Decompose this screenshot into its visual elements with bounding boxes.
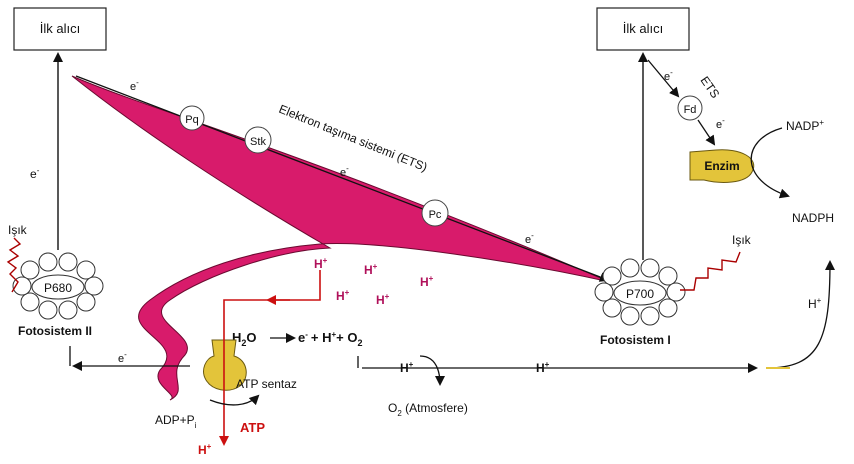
proton-label-left: H+ [400,360,414,375]
proton-up-arrow [765,260,835,369]
lumen-proton-2: H+ [364,262,378,277]
ets-electron-path [75,75,610,282]
svg-text:İlk alıcı: İlk alıcı [623,21,663,36]
svg-text:İlk alıcı: İlk alıcı [40,21,80,36]
light-label-ps2: Işık [8,223,28,237]
lumen-proton-5: H+ [376,292,390,307]
carrier-stk [244,126,272,154]
electron-label-1: e- [130,78,139,93]
photosystem-1: P700 [594,258,686,326]
svg-text:Enzim: Enzim [704,159,739,173]
svg-text:Fd: Fd [684,104,697,116]
acceptor-to-fd-arrow [647,59,680,98]
nadp-to-nadph-arrow [750,127,790,199]
lumen-proton-3: H+ [420,274,434,289]
carrier-pq [179,105,205,131]
electron-label-3: e- [525,231,534,246]
svg-text:P680: P680 [44,281,72,295]
carrier-pc [421,199,449,227]
first-acceptor-box-right: İlk alıcı [596,7,690,51]
first-acceptor-box-left: İlk alıcı [13,7,107,51]
nadph-label: NADPH [792,211,834,225]
photosystem-2-label: Fotosistem II [18,324,92,338]
atp-synthase-label: ATP sentaz [236,377,297,391]
electron-label-return: e- [118,350,127,365]
photosystem-2: P680 [12,252,104,320]
light-ray-ps1 [680,251,741,291]
o2-atmosphere-label: O2 (Atmosfere) [388,401,468,418]
lumen-proton-4: H+ [336,288,350,303]
svg-text:P700: P700 [626,287,654,301]
ets-short-label: ETS [698,74,723,101]
electron-label-2: e- [340,164,349,179]
carrier-fd [677,95,703,121]
proton-label-bottom: H+ [198,442,212,457]
reaction-products: e-+ H++ O2 [298,330,363,348]
photosystem-1-label: Fotosistem I [600,333,671,347]
electron-label-fd-in: e- [664,68,673,83]
atp-synthase [203,339,247,391]
svg-text:Pq: Pq [185,114,198,126]
o2-release-arrow [357,355,440,384]
electron-label-fd-out: e- [716,116,725,131]
adp-pi-label: ADP+Pi [155,413,197,430]
light-label-ps1: Işık [732,233,752,247]
water-label: H2O [232,330,257,348]
svg-text:Pc: Pc [429,209,442,221]
light-ray-ps2 [6,237,22,293]
proton-label-mid: H+ [536,360,550,375]
enzyme-shape: Enzim [689,149,755,183]
proton-label-right: H+ [808,296,822,311]
fd-to-enzyme-arrow [697,119,716,146]
proton-flow-red [219,270,321,446]
nadp-plus-label: NADP+ [786,118,824,133]
adp-to-atp-arrow [209,394,260,406]
electron-label-ps2: e- [30,166,40,181]
svg-text:Stk: Stk [250,136,266,148]
lumen-proton-1: H+ [314,256,328,271]
atp-label: ATP [240,420,265,435]
